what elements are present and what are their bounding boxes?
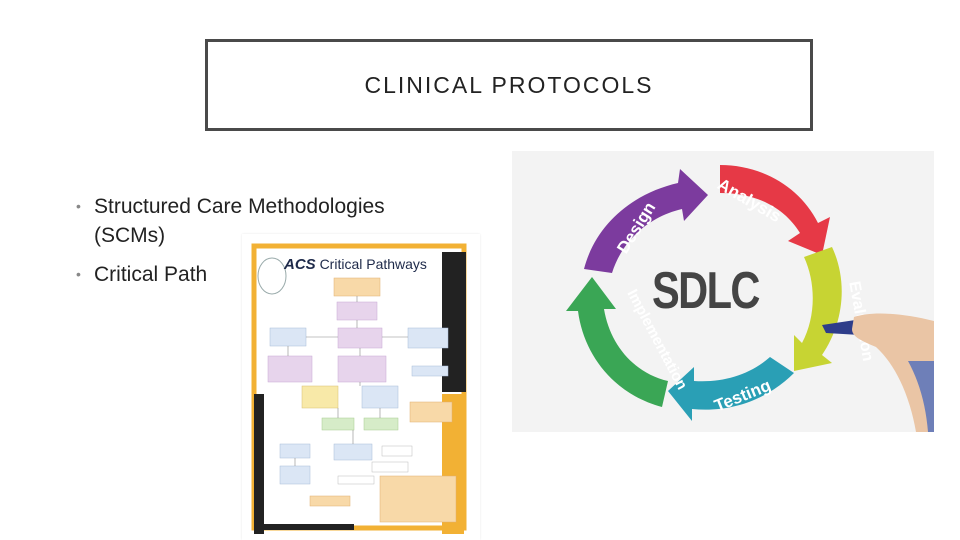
title-box: CLINICAL PROTOCOLS — [205, 39, 813, 131]
flowchart-graphic — [251, 243, 467, 534]
acs-critical-pathways-image: ACS Critical Pathways — [242, 234, 480, 540]
bullet-text: Structured Care Methodologies (SCMs) — [94, 195, 385, 247]
bullet-item: • Structured Care Methodologies (SCMs) — [76, 192, 456, 250]
sdlc-cycle-graphic: Analysis Evaluation Testing Implementati… — [566, 165, 934, 432]
sdlc-cycle-image: Analysis Evaluation Testing Implementati… — [512, 151, 934, 432]
sdlc-center-text: SDLC — [652, 262, 760, 320]
bullet-icon: • — [76, 198, 81, 214]
bullet-list: • Structured Care Methodologies (SCMs) •… — [76, 192, 456, 299]
slide-title: CLINICAL PROTOCOLS — [364, 71, 654, 98]
bullet-text: Critical Path — [94, 263, 208, 286]
acs-heading: ACS Critical Pathways — [284, 256, 427, 273]
acs-heading-text: Critical Pathways — [319, 256, 427, 272]
acs-logo: ACS — [284, 256, 316, 273]
bullet-icon: • — [76, 266, 81, 282]
bullet-item: • Critical Path — [76, 260, 456, 289]
